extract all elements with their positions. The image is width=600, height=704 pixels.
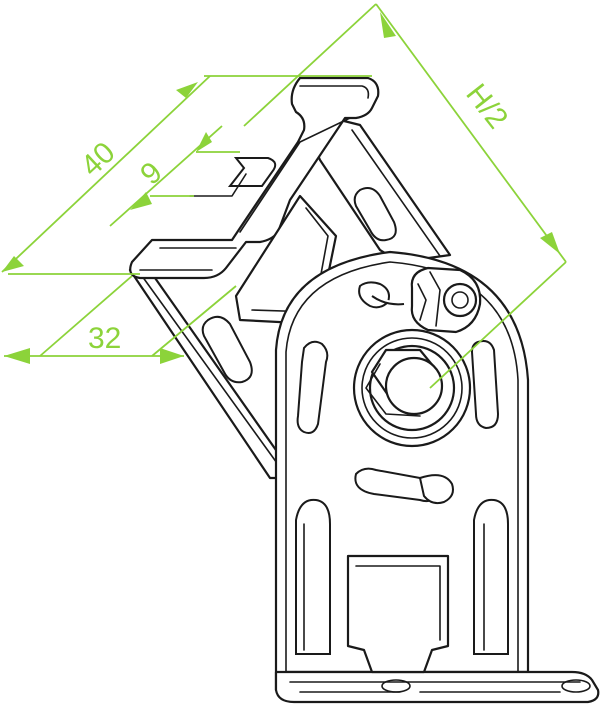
- arrow-h2-bottom: [540, 232, 560, 254]
- mounting-clip: [129, 76, 380, 280]
- arrow-40-end: [2, 256, 24, 272]
- dimension-9: 9: [109, 125, 240, 227]
- dimension-h2-label: H/2: [459, 78, 514, 135]
- arrow-32-left: [4, 348, 30, 364]
- dimension-32: 32: [4, 275, 237, 364]
- side-ribs: [201, 187, 397, 384]
- dimension-32-label: 32: [88, 322, 121, 355]
- arrow-9-top: [196, 132, 212, 152]
- arc-slots: [296, 281, 500, 505]
- arrow-32-right: [160, 348, 184, 364]
- arrow-h2-top: [380, 12, 396, 38]
- dimension-40-label: 40: [75, 136, 122, 183]
- arrow-9-bottom: [130, 192, 152, 210]
- main-plate: [274, 250, 600, 704]
- lower-features: [295, 498, 509, 674]
- lock-bolt: [410, 266, 482, 334]
- arrow-40-start: [176, 82, 198, 98]
- hub: [352, 328, 472, 448]
- dimension-9-label: 9: [134, 156, 168, 192]
